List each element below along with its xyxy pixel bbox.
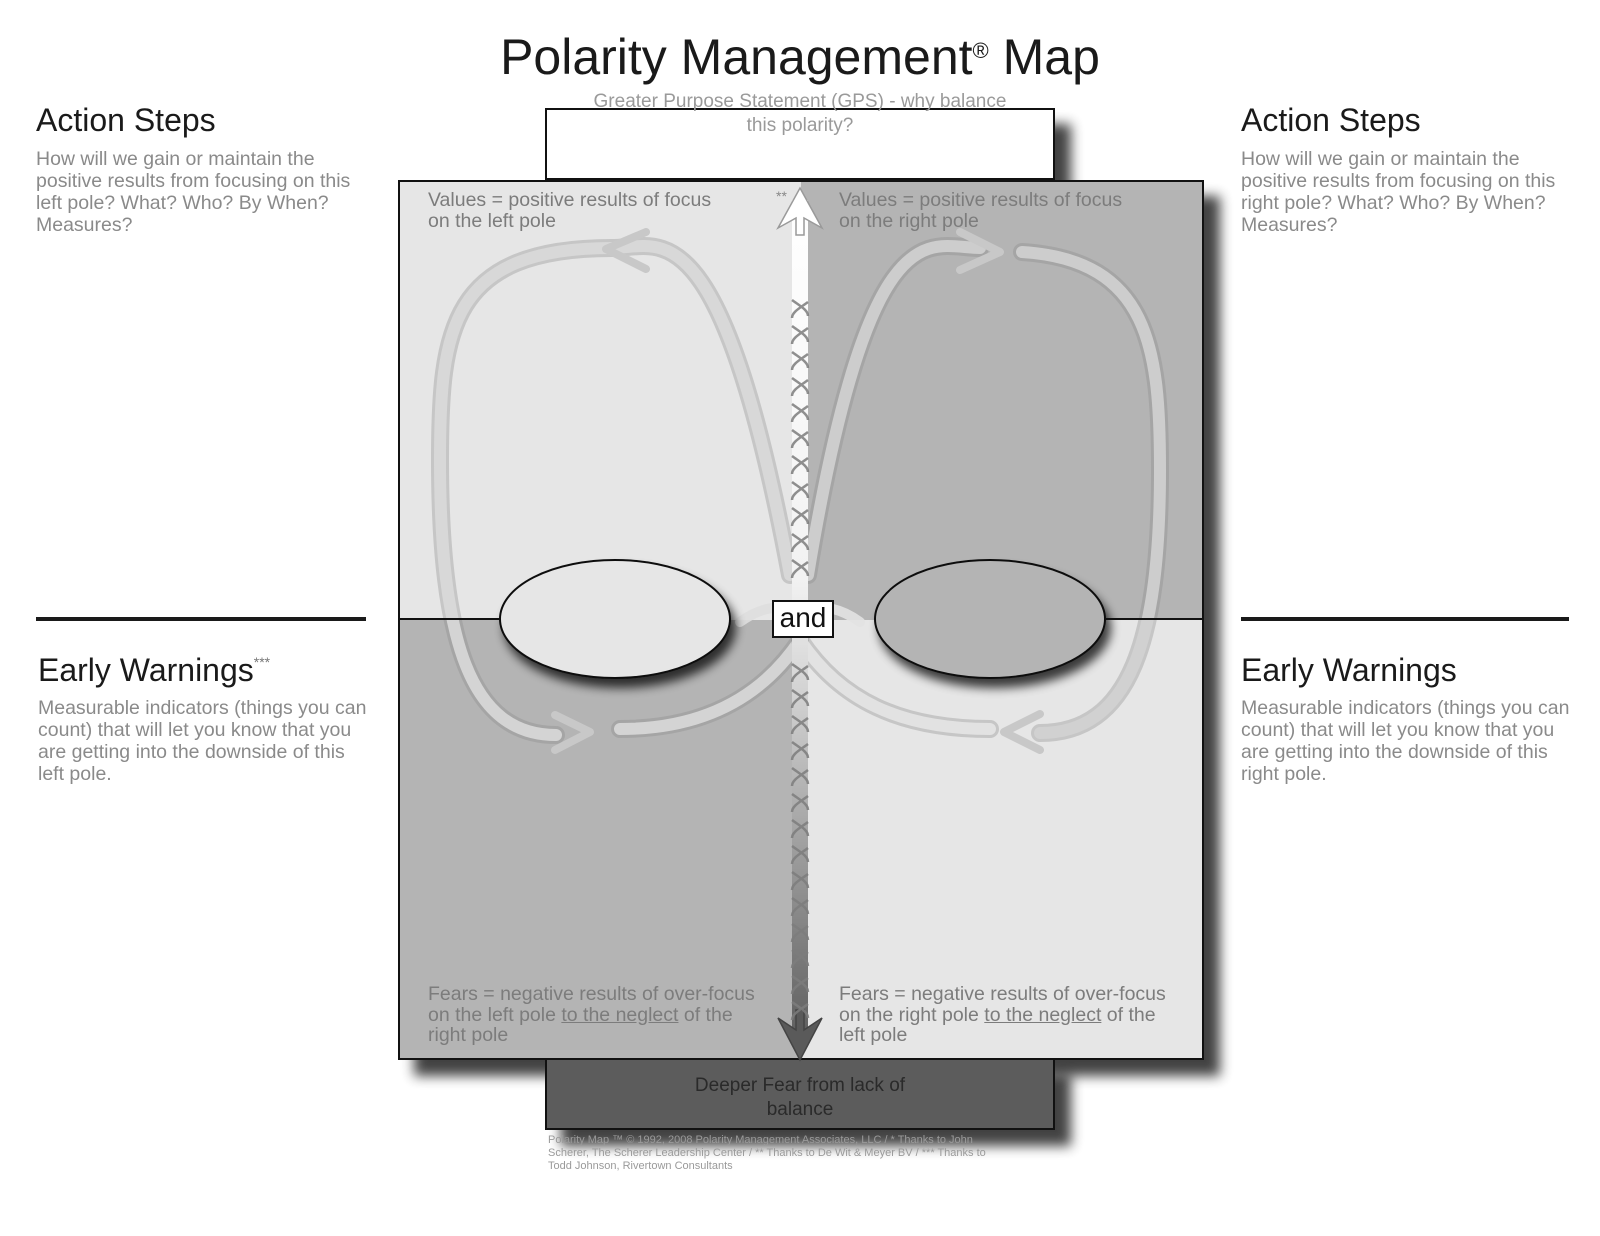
arrow-twist-segment	[790, 766, 810, 787]
copyright-credit: Polarity Map ™ © 1992, 2008 Polarity Man…	[548, 1134, 986, 1172]
right-early-warnings-body: Measurable indicators (things you can co…	[1241, 697, 1570, 785]
and-label: and	[772, 600, 834, 638]
left-values-label: Values = positive results of focus on th…	[428, 189, 712, 232]
left-action-steps-body: How will we gain or maintain the positiv…	[36, 148, 351, 236]
arrow-twist-segment	[790, 974, 810, 995]
arrow-twist-segment	[790, 688, 810, 709]
right-divider	[1241, 617, 1569, 621]
left-early-warnings-mark: ***	[253, 654, 271, 670]
right-early-warnings-heading: Early Warnings	[1241, 652, 1457, 688]
title-text: Polarity Management	[500, 29, 973, 85]
arrow-twist-segment	[790, 662, 810, 683]
arrow-twist-segment	[790, 454, 810, 475]
arrow-twist-segment	[790, 480, 810, 501]
right-action-steps-heading: Action Steps	[1241, 102, 1421, 138]
arrow-twist-segment	[790, 558, 810, 579]
arrow-twist-segment	[790, 428, 810, 449]
gps-line-1: Greater Purpose Statement (GPS) - why ba…	[593, 91, 1007, 112]
right-fears-label: Fears = negative results of over-focus o…	[839, 983, 1166, 1046]
left-fears-label: Fears = negative results of over-focus o…	[428, 983, 755, 1046]
arrow-twist-segment	[790, 324, 810, 345]
arrow-twist-segment	[790, 506, 810, 527]
left-early-warnings-title: Early Warnings	[38, 652, 254, 688]
arrow-up-icon	[776, 186, 824, 236]
greater-purpose-box	[545, 108, 1055, 180]
right-infinity-loop	[787, 228, 1170, 754]
arrow-twist-segment	[790, 870, 810, 891]
left-divider	[36, 617, 366, 621]
arrow-twist-segment	[790, 948, 810, 969]
arrow-twist-segment	[790, 350, 810, 371]
polarity-map: Values = positive results of focus on th…	[398, 180, 1204, 1060]
page-title: Polarity Management® Map	[0, 28, 1600, 86]
arrow-twist-segment	[790, 740, 810, 761]
deeper-fear-statement: Deeper Fear from lack of balance	[694, 1075, 906, 1120]
arrow-twist-segment	[790, 532, 810, 553]
left-pole-ellipse	[499, 559, 731, 679]
left-early-warnings-heading: Early Warnings***	[38, 652, 270, 689]
arrow-twist-pattern	[790, 298, 810, 1021]
arrow-twist-segment	[790, 922, 810, 943]
right-action-steps-body: How will we gain or maintain the positiv…	[1241, 148, 1556, 236]
registered-mark: ®	[972, 38, 989, 63]
gps-line-2: this polarity?	[746, 115, 854, 136]
right-pole-ellipse	[874, 559, 1106, 679]
arrow-twist-segment	[790, 1000, 810, 1021]
title-end: Map	[1002, 29, 1100, 85]
arrow-twist-segment	[790, 792, 810, 813]
arrow-twist-segment	[790, 402, 810, 423]
left-early-warnings-body: Measurable indicators (things you can co…	[38, 697, 367, 785]
arrow-twist-segment	[790, 376, 810, 397]
right-values-label: Values = positive results of focus on th…	[839, 189, 1123, 232]
left-action-steps-heading: Action Steps	[36, 102, 216, 138]
greater-purpose-statement: Greater Purpose Statement (GPS) - why ba…	[545, 90, 1055, 138]
quadrant-right-downside: Fears = negative results of over-focus o…	[801, 620, 1202, 1058]
quadrant-left-upside: Values = positive results of focus on th…	[400, 182, 801, 620]
arrow-twist-segment	[790, 714, 810, 735]
arrow-twist-segment	[790, 896, 810, 917]
arrow-down-icon	[777, 1009, 823, 1062]
arrow-twist-segment	[790, 298, 810, 319]
quadrant-left-downside: Fears = negative results of over-focus o…	[400, 620, 801, 1058]
arrow-twist-segment	[790, 818, 810, 839]
values-asterisk: **	[776, 188, 787, 204]
arrow-twist-segment	[790, 844, 810, 865]
